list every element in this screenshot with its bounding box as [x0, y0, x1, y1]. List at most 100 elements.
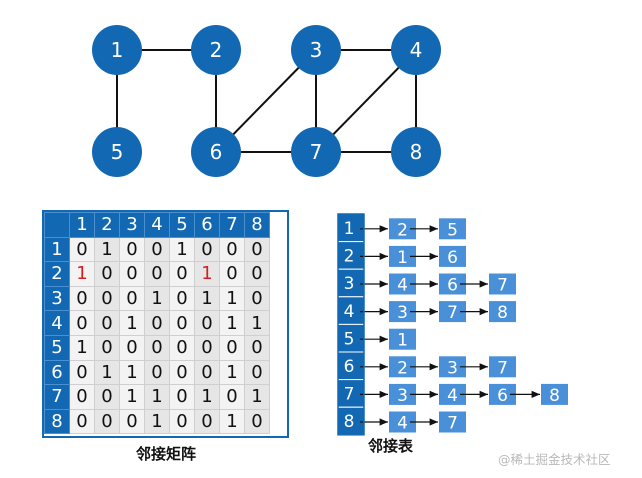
matrix-cell: 0 — [69, 359, 95, 386]
node-label: 4 — [410, 38, 423, 62]
list-head-label: 8 — [344, 412, 355, 432]
list-node-label: 7 — [447, 414, 458, 434]
matrix-cell: 0 — [169, 334, 195, 361]
list-node — [389, 383, 416, 405]
matrix-cell: 0 — [169, 310, 195, 336]
node-8: 8 — [391, 127, 441, 177]
matrix-cell: 1 — [244, 310, 270, 336]
matrix-cell: 0 — [244, 334, 270, 361]
list-node — [439, 218, 466, 240]
matrix-cell: 0 — [144, 359, 170, 386]
list-node-label: 3 — [447, 358, 458, 378]
list-node — [489, 301, 516, 323]
list-node-label: 7 — [497, 276, 508, 296]
list-node — [389, 411, 416, 433]
watermark: @稀土掘金技术社区 — [498, 452, 611, 467]
list-node — [489, 383, 516, 405]
node-circle — [191, 127, 241, 177]
node-label: 3 — [310, 38, 323, 62]
matrix-cell: 0 — [69, 310, 95, 336]
matrix-cell: 0 — [119, 261, 145, 287]
list-node-label: 8 — [549, 386, 560, 406]
list-node — [439, 301, 466, 323]
node-label: 8 — [410, 140, 423, 164]
list-head-label: 2 — [344, 247, 355, 267]
list-node — [389, 245, 416, 267]
list-head-label: 4 — [344, 302, 355, 322]
node-label: 1 — [111, 38, 124, 62]
list-node-label: 3 — [397, 386, 408, 406]
matrix-cell: 1 — [169, 236, 195, 263]
list-node — [389, 273, 416, 295]
matrix-cell: 0 — [219, 261, 245, 287]
list-head-label: 6 — [344, 357, 355, 377]
list-node-label: 7 — [497, 358, 508, 378]
node-3: 3 — [291, 25, 341, 75]
matrix-cell: 0 — [194, 334, 220, 361]
list-head-label: 1 — [344, 219, 355, 239]
list-node-label: 4 — [397, 276, 408, 296]
matrix-cell: 1 — [119, 310, 145, 336]
list-head-label: 7 — [344, 385, 355, 405]
matrix-cell: 0 — [94, 334, 120, 361]
list-node-label: 6 — [447, 276, 458, 296]
matrix-column-header: 4 — [144, 212, 170, 238]
list-head-cell — [337, 351, 365, 381]
node-label: 2 — [210, 38, 223, 62]
matrix-cell: 0 — [69, 285, 95, 312]
matrix-cell: 0 — [94, 310, 120, 336]
list-node — [389, 356, 416, 378]
matrix-cell: 1 — [219, 285, 245, 312]
matrix-cell: 0 — [169, 261, 195, 287]
list-node-label: 3 — [397, 303, 408, 323]
list-head-column — [337, 213, 365, 436]
matrix-cell: 0 — [244, 261, 270, 287]
matrix-column-header: 5 — [169, 212, 195, 238]
matrix-cell: 1 — [144, 408, 170, 435]
list-node — [389, 301, 416, 323]
matrix-cell: 0 — [194, 236, 220, 263]
list-node-label: 2 — [397, 220, 408, 240]
matrix-row-header: 5 — [44, 334, 70, 361]
matrix-cell: 1 — [194, 384, 220, 410]
list-node — [489, 273, 516, 295]
matrix-caption: 邻接矩阵 — [136, 445, 197, 463]
node-2: 2 — [191, 25, 241, 75]
matrix-cell: 0 — [144, 236, 170, 263]
matrix-cell: 0 — [119, 408, 145, 435]
matrix-row-header: 8 — [44, 408, 70, 435]
list-head-cell — [337, 379, 365, 408]
node-7: 7 — [291, 127, 341, 177]
list-node-label: 7 — [447, 303, 458, 323]
matrix-cell: 0 — [169, 285, 195, 312]
node-circle — [92, 25, 142, 75]
matrix-cell: 0 — [219, 334, 245, 361]
matrix-cell: 1 — [244, 384, 270, 410]
matrix-column-header: 3 — [119, 212, 145, 238]
matrix-cell: 0 — [169, 384, 195, 410]
list-node-label: 8 — [497, 303, 508, 323]
list-node-label: 1 — [397, 331, 408, 351]
matrix-cell: 1 — [94, 236, 120, 263]
matrix-cell: 1 — [219, 408, 245, 435]
node-circle — [191, 25, 241, 75]
matrix-cell: 0 — [144, 261, 170, 287]
list-node-label: 4 — [397, 414, 408, 434]
node-6: 6 — [191, 127, 241, 177]
matrix-cell: 1 — [69, 261, 95, 287]
list-node — [541, 383, 568, 405]
matrix-cell: 0 — [94, 261, 120, 287]
